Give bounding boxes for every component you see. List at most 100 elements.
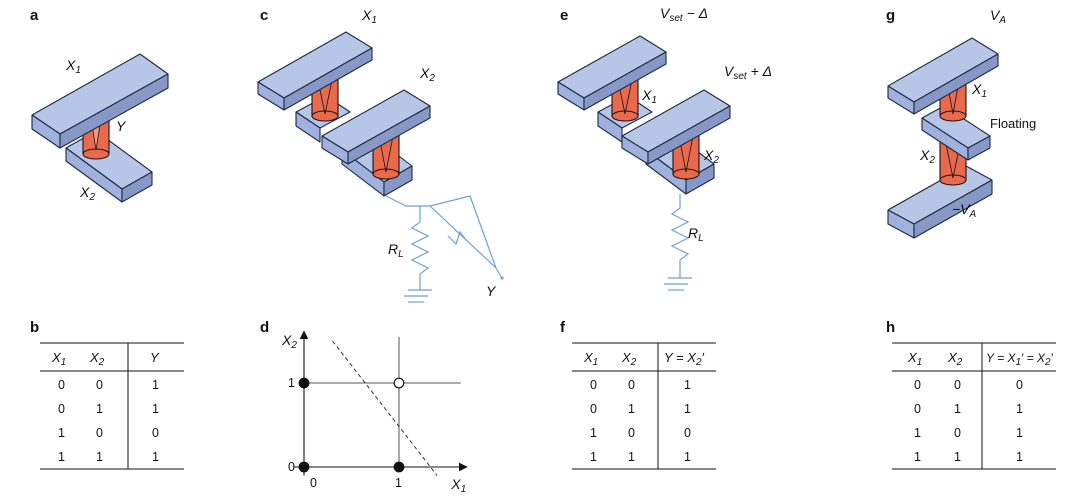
table-f-cell: 0 [628,426,635,440]
panel-c-x2-label: X2 [419,65,435,84]
table-h-cell: 1 [914,426,921,440]
x-axis-label: X1 [450,476,466,495]
table-h-cell: 1 [954,402,961,416]
table-h-cell: 1 [914,450,921,464]
table-f-header-x1: X1 [583,350,598,368]
table-h-row: 1 1 1 [914,450,1023,464]
panel-c-label: c [260,7,268,24]
panel-g-floating-label: Floating [990,116,1036,131]
table-f-row: 1 0 0 [590,426,691,440]
y-axis-label: X2 [281,332,297,351]
table-f-cell: 0 [590,402,597,416]
panel-e-bar-mid [621,89,731,165]
panel-a-bar-x1 [31,53,169,149]
panel-e-bar-top [557,35,667,111]
table-b-cell: 1 [96,450,103,464]
panel-g-label: g [886,7,895,24]
table-f-header-y: Y = X2′ [664,350,705,368]
table-h-header-y: Y = X1′ = X2′ [986,351,1054,368]
x-tick-label: 0 [310,476,317,490]
panel-h-label: h [886,319,895,336]
panel-c-circuit [385,195,504,303]
panel-g-bar-floating [921,105,991,161]
table-b-cell: 1 [152,450,159,464]
table-f-cell: 1 [684,450,691,464]
data-point [393,377,405,389]
table-h-cell: 1 [1016,426,1023,440]
panel-c: c [257,7,504,303]
panel-c-rl-label: RL [388,241,404,260]
table-h-cell: 0 [954,378,961,392]
panel-a-x2-label: X2 [79,184,95,203]
table-h-header-x1: X1 [907,350,922,368]
table-b-header-y: Y [150,350,160,365]
panel-e-circuit [664,194,692,291]
table-b-cell: 0 [58,378,65,392]
panel-a-y-label: Y [116,118,127,134]
y-tick-label: 1 [288,376,295,390]
panel-b: b X1 X2 Y 0 0 1 0 1 1 1 0 0 1 1 1 [30,319,184,470]
table-b-header-x2: X2 [89,350,105,368]
table-h-row: 0 1 1 [914,402,1023,416]
table-b-header-x1: X1 [51,350,66,368]
table-h-cell: 0 [954,426,961,440]
panel-e-label: e [560,7,568,24]
table-f-cell: 1 [684,402,691,416]
panel-c-bar-x2 [321,89,431,165]
table-b-cell: 1 [152,402,159,416]
data-point [298,377,310,389]
panel-e-x2-label: X2 [703,147,719,166]
table-b-cell: 0 [96,426,103,440]
table-f-cell: 1 [590,450,597,464]
table-f-cell: 0 [590,378,597,392]
table-f-cell: 1 [684,378,691,392]
panel-h: h X1 X2 Y = X1′ = X2′ 0 0 0 0 1 1 1 0 1 … [886,319,1056,470]
panel-f-label: f [560,319,566,336]
panel-e-mid-voltage: Vset + Δ [724,63,772,82]
table-h-cell: 0 [914,378,921,392]
panel-e-x1-label: X1 [641,87,657,106]
data-point [393,461,405,473]
table-f-cell: 1 [628,450,635,464]
panel-g-va-label: VA [990,7,1006,26]
table-b-row: 0 0 1 [58,378,159,392]
table-b-cell: 0 [152,426,159,440]
panel-g-x1-label: X1 [971,81,987,100]
panel-g: g [886,7,1036,239]
x-tick-label: 1 [395,476,402,490]
table-b-cell: 1 [58,426,65,440]
table-h-cell: 1 [1016,402,1023,416]
panel-e-rl-label: RL [688,225,704,244]
panel-a: a X1 Y X2 [30,7,169,203]
table-f-cell: 0 [684,426,691,440]
panel-c-x1-label: X1 [361,7,377,26]
table-f-cell: 1 [628,402,635,416]
table-b-cell: 1 [58,450,65,464]
panel-a-x1-label: X1 [65,57,81,76]
table-b-row: 1 1 1 [58,450,159,464]
table-h-header-x2: X2 [947,350,963,368]
table-f-row: 0 0 1 [590,378,691,392]
panel-f: f X1 X2 Y = X2′ 0 0 1 0 1 1 1 0 0 1 1 1 [560,319,716,470]
table-f-cell: 0 [628,378,635,392]
table-h-row: 0 0 0 [914,378,1023,392]
table-f-row: 1 1 1 [590,450,691,464]
table-h-cell: 1 [954,450,961,464]
table-b-cell: 0 [96,378,103,392]
panel-e: e V [557,5,772,291]
panel-a-label: a [30,7,39,24]
table-h-cell: 0 [1016,378,1023,392]
panel-c-y-label: Y [486,283,497,299]
panel-g-neg-va-label: −VA [952,201,977,220]
panel-b-label: b [30,319,39,336]
panel-d-label: d [260,319,269,336]
table-f-header-x2: X2 [621,350,637,368]
panel-g-bar-top [887,37,999,115]
y-tick-label: 0 [288,460,295,474]
table-f-row: 0 1 1 [590,402,691,416]
table-h-row: 1 0 1 [914,426,1023,440]
table-b-cell: 0 [58,402,65,416]
